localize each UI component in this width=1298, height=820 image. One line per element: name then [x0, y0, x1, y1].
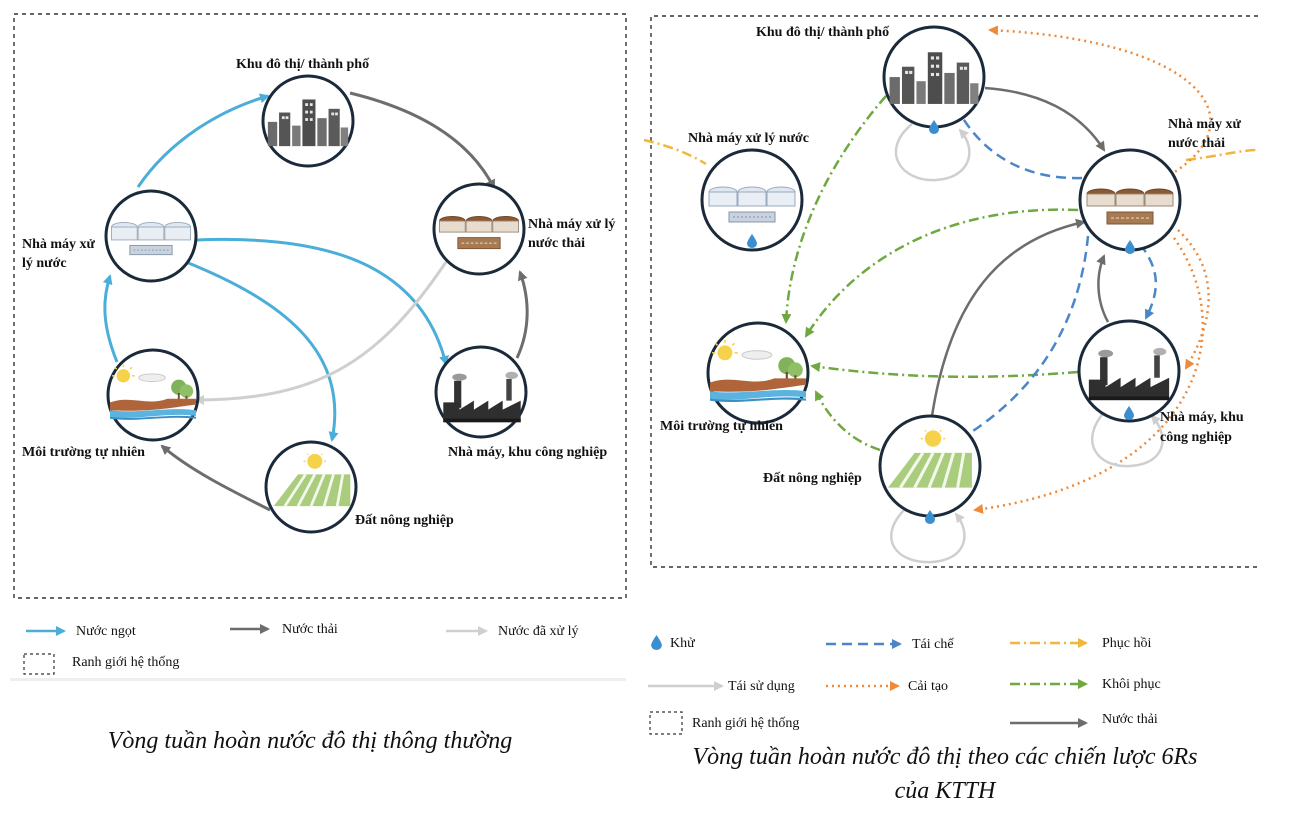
right-reuse-city: [894, 123, 971, 182]
right-caption-line2: của KTTH: [894, 778, 996, 804]
left-arrow-waterplant-agriculture: [185, 260, 339, 442]
right-reuse-industry: [1091, 409, 1164, 468]
right-recover-out: [1185, 148, 1259, 162]
left-arrow-agriculture-environment: [160, 444, 271, 512]
right-recycle-industry: [1139, 243, 1157, 320]
right-label-city: Khu đô thị/ thành phố: [756, 25, 890, 40]
left-arrow-waterplant-city: [136, 93, 270, 188]
left-label-wastewater-1: Nhà máy xử lý: [528, 217, 615, 232]
left-node-environment: [106, 348, 200, 442]
legend-restore: Khôi phục: [1102, 677, 1161, 692]
left-label-agriculture: Đất nông nghiệp: [355, 513, 454, 528]
left-label-city: Khu đô thị/ thành phố: [236, 57, 370, 72]
water-drop-icon: [651, 635, 662, 650]
left-arrow-waterplant-industry: [195, 237, 449, 366]
left-node-agriculture: [264, 440, 358, 534]
left-label-water-plant-1: Nhà máy xử: [22, 237, 96, 252]
legend-wastewater: Nước thải: [1102, 712, 1158, 727]
right-reuse-agriculture: [890, 509, 966, 564]
left-diagram: Khu đô thị/ thành phố Nhà máy xử lý nước…: [10, 13, 627, 681]
left-legend: Nước ngọt Nước thải Nước đã xử lý Ranh g…: [10, 622, 626, 681]
right-node-city: [882, 25, 986, 134]
right-label-water-plant: Nhà máy xử lý nước: [688, 131, 809, 146]
left-label-environment: Môi trường tự nhiên: [22, 445, 145, 460]
left-label-water-plant-2: lý nước: [22, 256, 67, 271]
right-label-environment: Môi trường tự nhiên: [660, 419, 783, 434]
left-node-wastewater-plant: [432, 182, 526, 276]
right-renovate-agriculture: [973, 237, 1204, 514]
right-recycle-agriculture: [960, 235, 1090, 440]
legend-treated: Nước đã xử lý: [498, 624, 579, 639]
right-legend: Khử Tái chế Phục hồi Tái sử dụng Cải tạo…: [648, 635, 1161, 735]
legend-wastewater: Nước thải: [282, 622, 338, 637]
left-arrow-wastewater-environment: [194, 261, 448, 405]
right-label-industry-2: công nghiệp: [1160, 430, 1232, 445]
right-renovate-industry: [1177, 229, 1210, 370]
right-node-industry: [1077, 319, 1181, 423]
left-arrow-city-wastewater: [349, 91, 496, 190]
right-wastewater-agriculture: [930, 218, 1086, 417]
right-node-water-plant: [700, 148, 804, 252]
legend-reuse: Tái sử dụng: [728, 679, 795, 694]
legend-reduce: Khử: [670, 636, 695, 651]
right-restore-agriculture: [814, 390, 881, 452]
right-node-environment: [706, 321, 810, 425]
right-node-agriculture: [878, 414, 982, 524]
legend-boundary-box: [649, 711, 683, 735]
left-arrow-environment-waterplant: [102, 274, 119, 363]
right-renovate-city: [988, 25, 1212, 177]
legend-boundary: Ranh giới hệ thống: [72, 655, 179, 670]
legend-boundary-box: [23, 653, 55, 675]
left-node-industry: [434, 345, 528, 439]
right-restore-city: [781, 95, 887, 324]
right-recover-in: [643, 138, 707, 166]
legend-boundary: Ranh giới hệ thống: [692, 716, 799, 731]
legend-fresh-water: Nước ngọt: [76, 624, 136, 639]
left-system-boundary: [13, 13, 627, 599]
right-wastewater-industry: [1096, 254, 1110, 323]
legend-recycle: Tái chế: [912, 637, 954, 652]
left-label-wastewater-2: nước thải: [528, 236, 585, 251]
legend-renovate: Cải tạo: [908, 679, 948, 694]
left-arrow-industry-wastewater: [515, 270, 529, 359]
right-restore-wastewater: [804, 208, 1079, 338]
right-label-agriculture: Đất nông nghiệp: [763, 471, 862, 486]
right-diagram: Khu đô thị/ thành phố Nhà máy xử lý nước…: [643, 15, 1259, 735]
left-label-industry: Nhà máy, khu công nghiệp: [448, 445, 607, 460]
right-caption-line1: Vòng tuần hoàn nước đô thị theo các chiế…: [692, 744, 1198, 770]
left-node-water-plant: [104, 189, 198, 283]
left-caption: Vòng tuần hoàn nước đô thị thông thường: [107, 728, 513, 754]
right-node-wastewater-plant: [1078, 148, 1182, 254]
right-label-wastewater-2: nước thải: [1168, 136, 1225, 151]
right-recycle-city: [956, 108, 1083, 180]
right-system-boundary: [650, 15, 1258, 568]
left-node-city: [261, 74, 355, 168]
legend-recover: Phục hồi: [1102, 636, 1152, 651]
right-label-wastewater-1: Nhà máy xử: [1168, 117, 1242, 132]
legend-divider: [10, 678, 626, 681]
right-wastewater-city: [984, 86, 1106, 152]
right-label-industry-1: Nhà máy, khu: [1160, 410, 1244, 425]
